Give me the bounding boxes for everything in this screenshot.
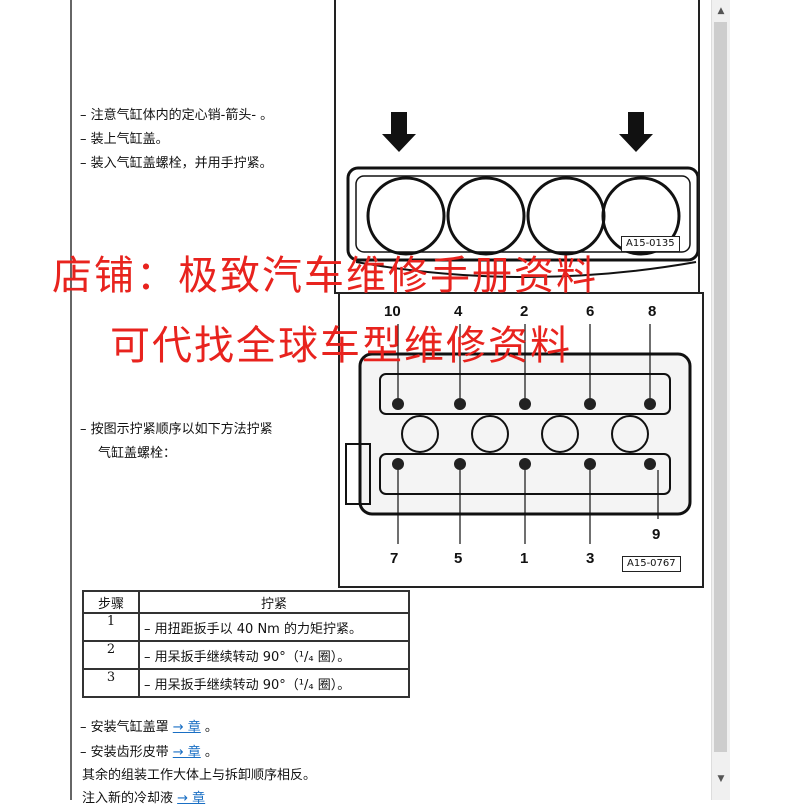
bolt-number: 7 <box>390 550 399 567</box>
figure-code: A15-0135 <box>621 236 680 252</box>
bolt-number: 1 <box>520 550 529 567</box>
table-row: 3– 用呆扳手继续转动 90°（¹/₄ 圈）。 <box>82 668 410 698</box>
arrow-down-icon <box>619 112 653 152</box>
watermark-line-1: 店铺：极致汽车维修手册资料 <box>52 253 598 299</box>
after-step-2: – 安装齿形皮带 → 章 。 <box>80 745 218 760</box>
chapter-link[interactable]: → 章 <box>177 791 206 806</box>
bolt-number: 6 <box>586 303 595 320</box>
header-tighten: 拧紧 <box>138 590 410 614</box>
bolt-number: 10 <box>384 303 401 320</box>
document-page: – 注意气缸体内的定心销-箭头- 。 – 装上气缸盖。 – 装入气缸盖螺栓，并用… <box>70 0 712 806</box>
instruction-3: – 装入气缸盖螺栓，并用手拧紧。 <box>80 156 273 171</box>
bolt-number: 5 <box>454 550 463 567</box>
bolt-number: 9 <box>652 526 661 543</box>
bolt-number: 8 <box>648 303 657 320</box>
table-row: 2– 用呆扳手继续转动 90°（¹/₄ 圈）。 <box>82 640 410 670</box>
scrollbar-thumb[interactable] <box>714 22 727 752</box>
gasket-drawing <box>346 112 698 278</box>
bolt-number: 4 <box>454 303 463 320</box>
header-step: 步骤 <box>82 590 140 614</box>
bolt-number: 3 <box>586 550 595 567</box>
figure-code: A15-0767 <box>622 556 681 572</box>
instruction-4: – 按图示拧紧顺序以如下方法拧紧 <box>80 422 273 437</box>
scroll-down-icon[interactable]: ▼ <box>717 774 725 784</box>
chapter-link[interactable]: → 章 <box>172 720 201 735</box>
scroll-up-icon[interactable]: ▲ <box>717 6 725 16</box>
vertical-scrollbar[interactable]: ▲ ▼ <box>711 0 730 800</box>
instruction-4-cont: 气缸盖螺栓： <box>98 446 177 461</box>
cylinder-head-drawing <box>345 324 692 544</box>
after-step-1: – 安装气缸盖罩 → 章 。 <box>80 720 218 735</box>
instruction-1: – 注意气缸体内的定心销-箭头- 。 <box>80 108 274 123</box>
figure-cylinder-block: A15-0135 <box>334 0 700 294</box>
bolt-number: 2 <box>520 303 529 320</box>
cut-off-line: 注入新的冷却液 → 章 <box>82 791 206 806</box>
tightening-table: 步骤拧紧 1– 用扭距扳手以 40 Nm 的力矩拧紧。 2– 用呆扳手继续转动 … <box>82 590 410 698</box>
table-row: 1– 用扭距扳手以 40 Nm 的力矩拧紧。 <box>82 612 410 642</box>
chapter-link[interactable]: → 章 <box>172 745 201 760</box>
arrow-down-icon <box>382 112 416 152</box>
final-note: 其余的组装工作大体上与拆卸顺序相反。 <box>82 768 317 783</box>
watermark-line-2: 可代找全球车型维修资料 <box>110 323 572 369</box>
figure-cylinder-head: 10 4 2 6 8 7 5 1 3 9 A15-0767 <box>338 292 704 588</box>
instruction-2: – 装上气缸盖。 <box>80 132 169 147</box>
